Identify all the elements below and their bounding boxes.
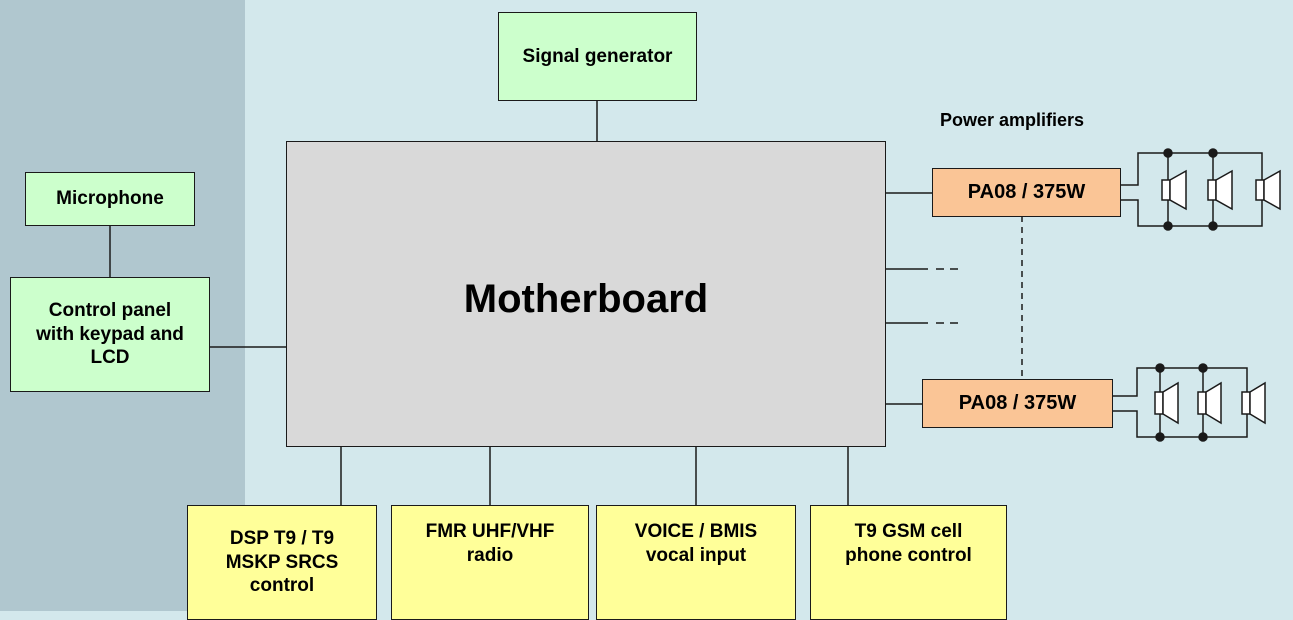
signal-generator-box: Signal generator [498, 12, 697, 101]
speaker-icon [1197, 381, 1222, 425]
amplifier-box-bottom: PA08 / 375W [922, 379, 1113, 428]
input-box-voice: VOICE / BMIS vocal input [596, 505, 796, 620]
speaker-icon [1154, 381, 1179, 425]
motherboard-box: Motherboard [286, 141, 886, 447]
speaker-array-top [1121, 148, 1263, 231]
power-amplifiers-label: Power amplifiers [940, 110, 1085, 130]
input-box-radio: FMR UHF/VHF radio [391, 505, 589, 620]
microphone-box: Microphone [25, 172, 195, 226]
speaker-icon [1161, 169, 1187, 211]
input-box-dsp: DSP T9 / T9 MSKP SRCS control [187, 505, 377, 620]
amplifier-box-top: PA08 / 375W [932, 168, 1121, 217]
speaker-icon [1207, 169, 1233, 211]
speaker-array-bottom [1113, 363, 1248, 442]
speaker-icon [1241, 381, 1266, 425]
input-box-gsm: T9 GSM cell phone control [810, 505, 1007, 620]
speaker-icon [1255, 169, 1281, 211]
control-panel-box: Control panel with keypad and LCD [10, 277, 210, 392]
